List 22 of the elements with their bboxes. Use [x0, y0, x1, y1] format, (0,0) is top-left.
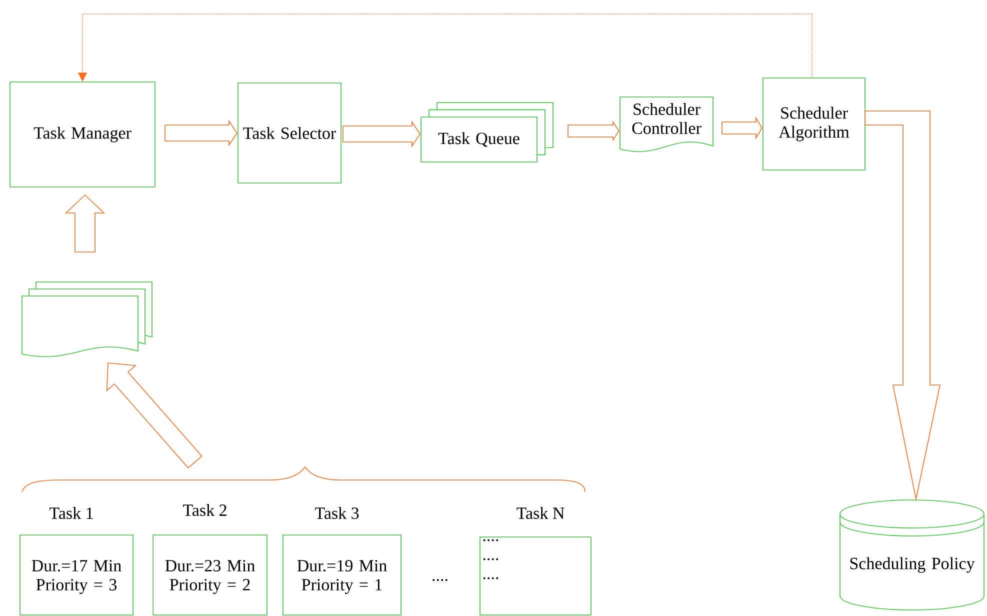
process-box: Scheduler Algorithm [762, 78, 866, 170]
stacked-documents: Task Queue [420, 102, 554, 162]
block-arrow [864, 110, 940, 501]
node-label: Task 3 [315, 507, 359, 519]
node-label: Task 1 [50, 507, 93, 519]
task-box: Task 1 Dur.=17 Min Priority = 3 [20, 507, 134, 616]
node-label: Task 2 [183, 504, 226, 516]
block-arrow [722, 116, 762, 140]
database-cylinder: Scheduling Policy [840, 500, 984, 610]
task-box: Task N .... .... .... [480, 507, 592, 616]
stacked-documents [22, 282, 152, 358]
ellipsis-label: .... [432, 579, 448, 581]
block-arrow [106, 362, 202, 468]
node-label: Task N [516, 507, 564, 519]
block-arrow [342, 120, 420, 148]
block-arrow [65, 194, 105, 252]
task-box: Task 3 Dur.=19 Min Priority = 1 [282, 507, 402, 616]
process-box: Task Selector [238, 82, 342, 184]
block-arrow [568, 120, 620, 142]
task-box: Task 2 Dur.=23 Min Priority = 2 [152, 504, 268, 616]
block-arrow [164, 120, 238, 146]
process-box: Task Manager [10, 82, 156, 188]
